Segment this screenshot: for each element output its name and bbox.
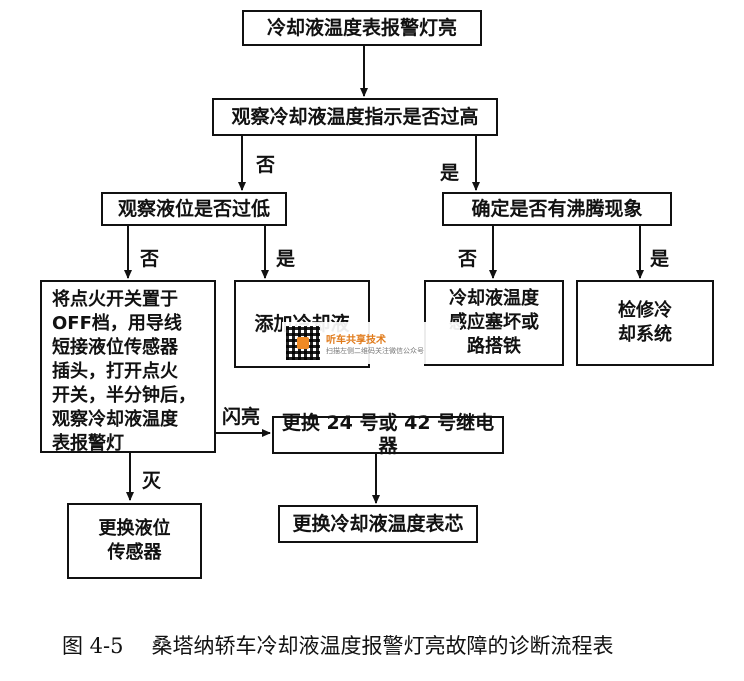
figure-title: 桑塔纳轿车冷却液温度报警灯亮故障的诊断流程表	[151, 634, 614, 658]
node-replace-level-sensor: 更换液位 传感器	[67, 503, 202, 579]
watermark: 听车共享技术 扫描左侧二维码关注微信公众号	[282, 322, 460, 364]
node-check-level: 观察液位是否过低	[101, 192, 287, 226]
test-line-5: 开关，半分钟后，	[52, 385, 196, 406]
node-test-procedure: 将点火开关置于 OFF档，用导线 短接液位传感器 插头，打开点火 开关，半分钟后…	[40, 280, 216, 454]
test-line-6: 观察冷却液温度	[52, 409, 178, 430]
qr-code-icon	[286, 326, 320, 360]
label-no-level: 否	[140, 248, 160, 270]
label-yes-level: 是	[276, 248, 296, 270]
label-flash: 闪亮	[222, 406, 261, 428]
node-repair-cooling: 检修冷 却系统	[576, 280, 714, 366]
test-line-2: OFF档，用导线	[52, 313, 182, 334]
repair-line-2: 却系统	[618, 324, 672, 345]
label-yes-indicator: 是	[440, 162, 460, 184]
sensor-line-1: 冷却液温度	[449, 288, 539, 309]
node-check-indicator: 观察冷却液温度指示是否过高	[212, 98, 498, 136]
test-line-7: 表报警灯	[52, 433, 124, 454]
node-start: 冷却液温度表报警灯亮	[242, 10, 482, 46]
label-yes-boiling: 是	[650, 248, 670, 270]
node-check-boiling: 确定是否有沸腾现象	[442, 192, 672, 226]
watermark-subtitle: 扫描左侧二维码关注微信公众号	[326, 346, 424, 355]
watermark-title: 听车共享技术	[326, 334, 386, 346]
node-replace-gauge-core: 更换冷却液温度表芯	[278, 505, 478, 543]
test-line-1: 将点火开关置于	[52, 289, 178, 310]
figure-number: 图 4-5	[62, 634, 124, 658]
label-no-boiling: 否	[458, 248, 478, 270]
level-sensor-line-2: 传感器	[107, 542, 162, 563]
sensor-line-3: 路搭铁	[467, 336, 521, 357]
repair-line-1: 检修冷	[618, 300, 672, 321]
sensor-line-2: 感应塞坏或	[449, 312, 539, 333]
test-line-4: 插头，打开点火	[52, 361, 178, 382]
level-sensor-line-1: 更换液位	[98, 518, 171, 539]
label-off: 灭	[142, 470, 162, 492]
figure-caption: 图 4-5 桑塔纳轿车冷却液温度报警灯亮故障的诊断流程表	[62, 630, 614, 660]
node-replace-relay: 更换 24 号或 42 号继电器	[272, 412, 504, 457]
test-line-3: 短接液位传感器	[52, 337, 178, 358]
label-no-indicator: 否	[256, 154, 276, 176]
